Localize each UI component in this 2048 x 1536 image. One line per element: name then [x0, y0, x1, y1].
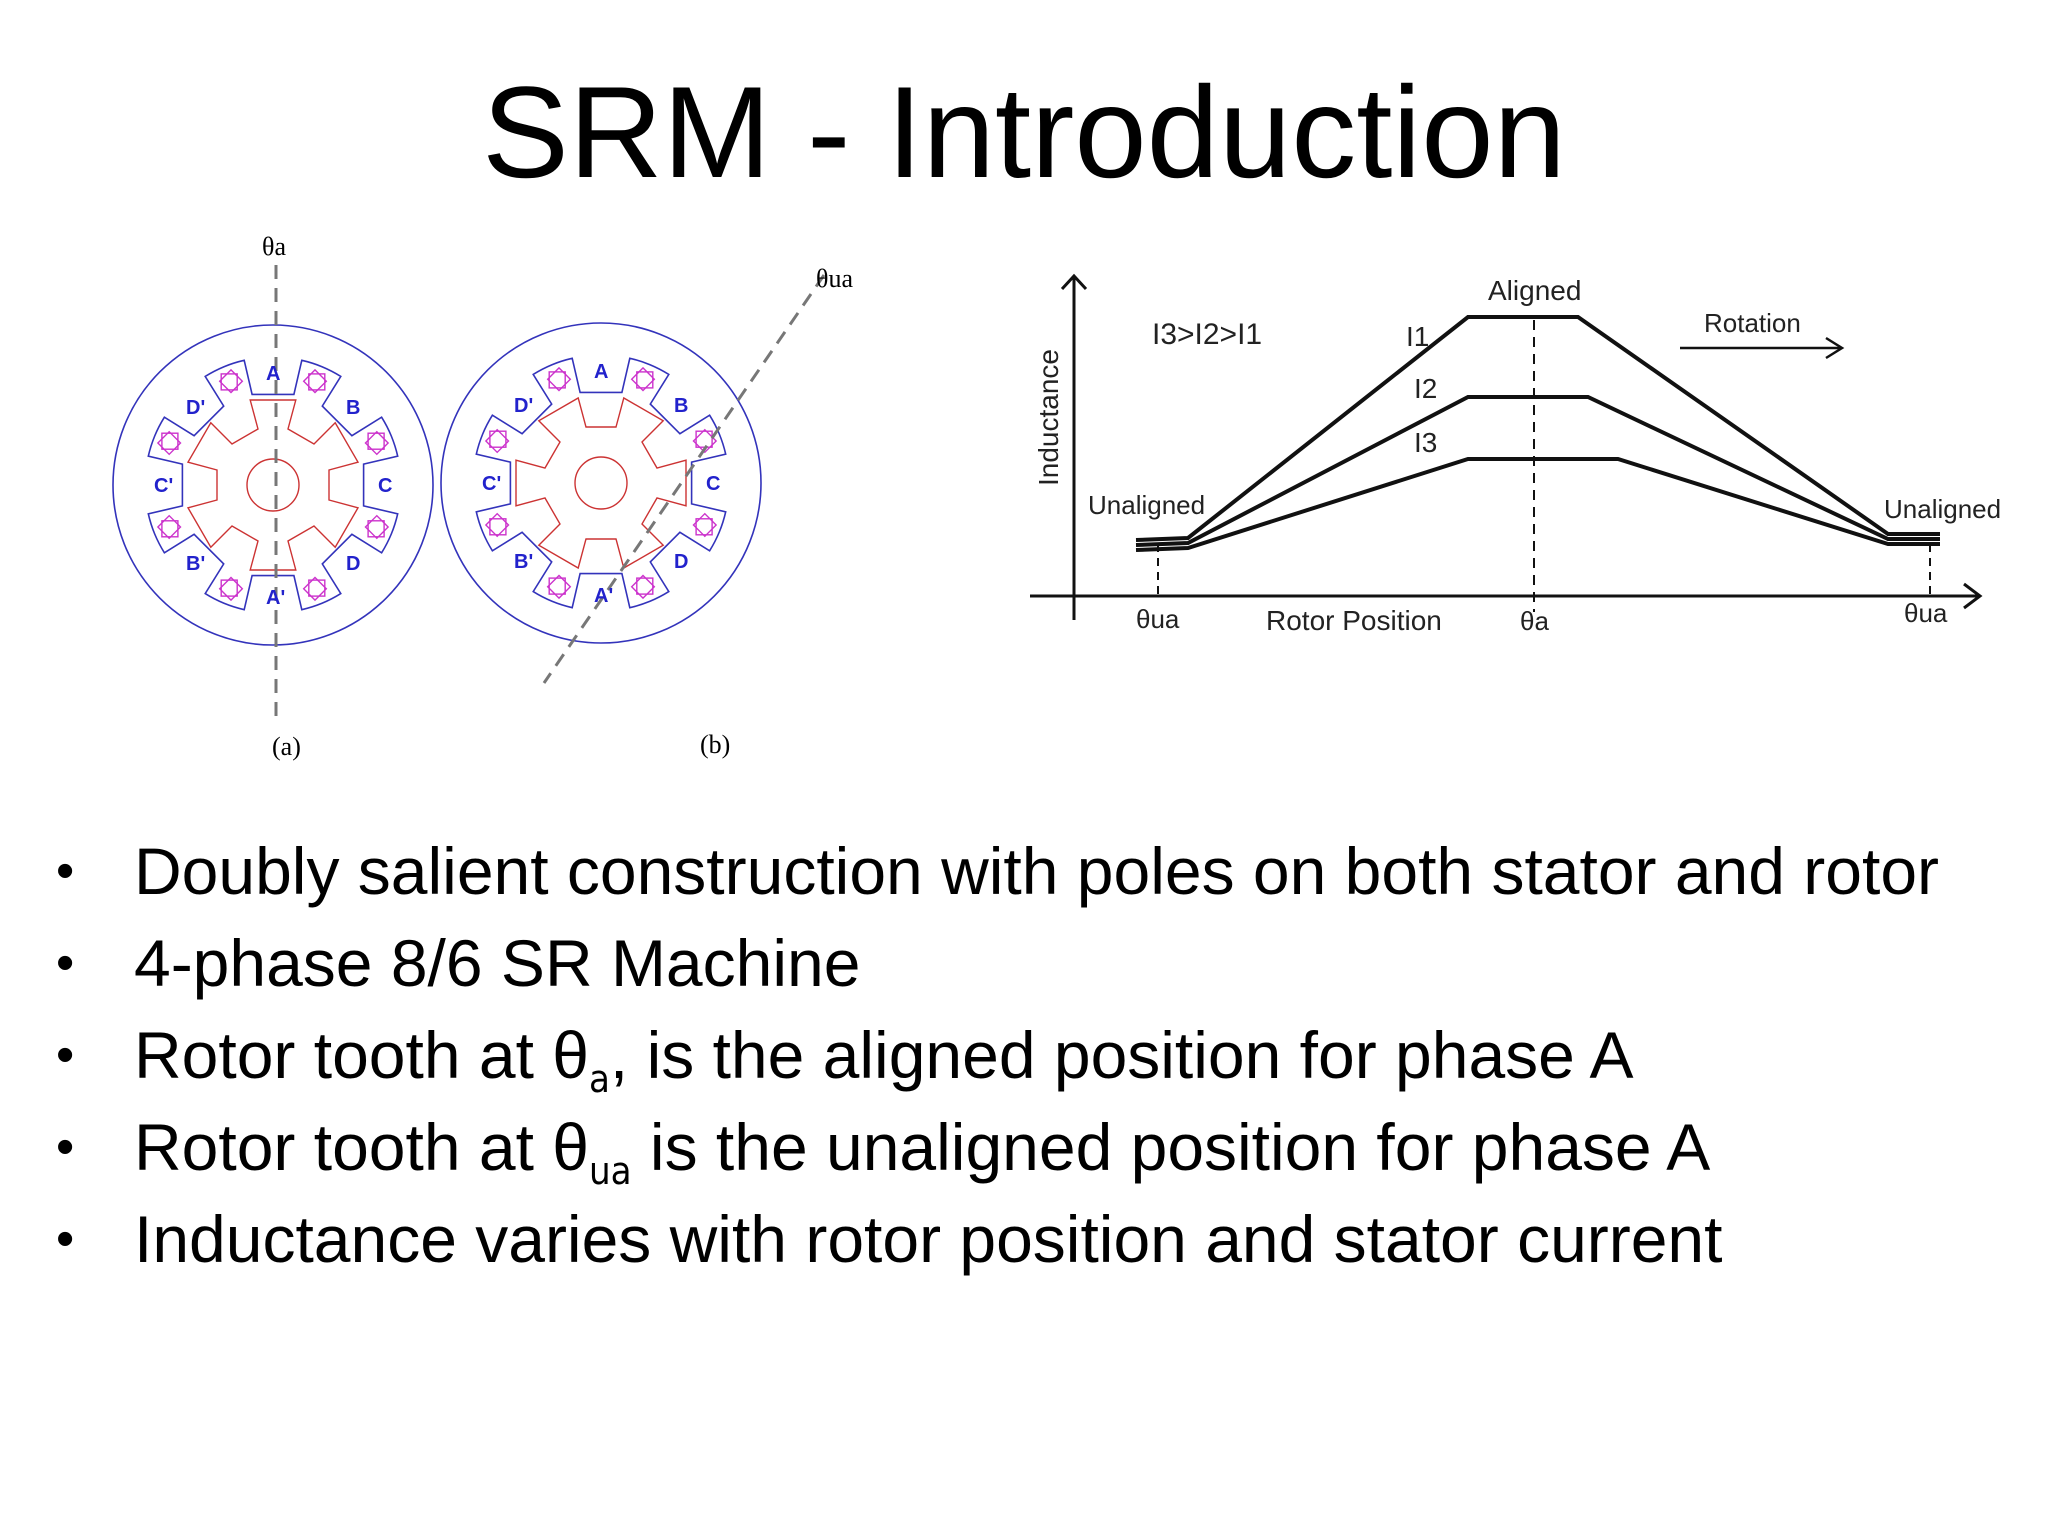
theta-a-label: θa	[262, 232, 286, 261]
coil-slot-icon	[302, 576, 328, 602]
pole-label: A'	[266, 587, 285, 609]
coil-slot-icon	[161, 432, 179, 450]
coil-slot-icon	[695, 518, 713, 536]
coil-slot-icon	[364, 430, 390, 456]
pole-label: C'	[154, 475, 173, 497]
rotation-arrow-head	[1825, 336, 1845, 360]
bullet-text-tail: , is the aligned position for phase A	[609, 1018, 1634, 1092]
unaligned-right-label: Unaligned	[1884, 494, 2001, 524]
slide-title: SRM - Introduction	[482, 59, 1566, 205]
bullet-text: 4-phase 8/6 SR Machine	[134, 926, 861, 1000]
coil-slot-icon	[156, 514, 182, 540]
caption-a: (a)	[272, 732, 301, 761]
bullet-dot-icon: •	[56, 934, 75, 992]
coil-slot-icon	[636, 371, 654, 389]
tick-theta-ua-right: θua	[1904, 598, 1948, 628]
bullet-item: •Rotor tooth at θa, is the aligned posit…	[56, 1022, 2006, 1098]
shaft-circle	[574, 456, 628, 510]
current-inequality: I3>I2>I1	[1152, 318, 1262, 351]
pole-label: A'	[594, 585, 613, 607]
pole-label: C	[706, 473, 720, 495]
bullet-text: Inductance varies with rotor position an…	[134, 1202, 1723, 1276]
curve-i2	[1135, 395, 1940, 547]
pole-label: B'	[514, 551, 533, 573]
pole-label: C'	[482, 473, 501, 495]
shaft-circle	[246, 458, 300, 512]
stator-outer-circle	[440, 322, 762, 644]
bullet-dot-icon: •	[56, 1026, 75, 1084]
coil-slot-icon	[692, 428, 718, 454]
bullet-list: •Doubly salient construction with poles …	[56, 838, 2006, 1298]
coil-slot-icon	[630, 574, 656, 600]
coil-slot-icon	[220, 579, 238, 597]
caption-b: (b)	[700, 730, 730, 759]
bullet-dot-icon: •	[56, 1118, 75, 1176]
pole-label: B'	[186, 553, 205, 575]
coil-slot-icon	[308, 373, 326, 391]
coil-slot-icon	[548, 371, 566, 389]
coil-slot-icon	[484, 512, 510, 538]
rotor-contour	[186, 399, 360, 571]
pole-label: A	[594, 361, 608, 383]
unaligned-left-label: Unaligned	[1088, 490, 1205, 520]
pole-label: D'	[514, 395, 533, 417]
coil-slot-icon	[367, 520, 385, 538]
bullet-item: •Doubly salient construction with poles …	[56, 838, 2006, 904]
pole-label: A	[266, 363, 280, 385]
pole-label: B	[346, 397, 360, 419]
theta-ua-label: θua	[816, 264, 853, 293]
stator-outer-circle	[112, 324, 434, 646]
pole-label: D	[346, 553, 360, 575]
curve-i1	[1135, 315, 1940, 542]
pole-label: C	[378, 475, 392, 497]
bullet-dot-icon: •	[56, 1210, 75, 1268]
theta-ua-line	[542, 274, 826, 684]
inductance-profile-graph: Inductance Rotor Position I3>I2>I1 Align…	[1030, 273, 2001, 636]
bullet-item: •Inductance varies with rotor position a…	[56, 1206, 2006, 1272]
rotor-contour	[515, 396, 687, 570]
bullet-dot-icon: •	[56, 842, 75, 900]
subscript-a: a	[588, 1057, 610, 1101]
y-axis-arrow	[1060, 273, 1088, 291]
rotation-label: Rotation	[1704, 308, 1801, 338]
bullet-text: Doubly salient construction with poles o…	[134, 834, 1940, 908]
bullet-item: •Rotor tooth at θua is the unaligned pos…	[56, 1114, 2006, 1190]
tick-theta-a: θa	[1520, 606, 1549, 636]
x-axis-label: Rotor Position	[1266, 605, 1442, 636]
coil-slot-icon	[220, 373, 238, 391]
bullet-text: Rotor tooth at θ	[134, 1018, 589, 1092]
bullet-item: •4-phase 8/6 SR Machine	[56, 930, 2006, 996]
x-axis-arrow	[1963, 582, 1983, 610]
curve-label-i2: I2	[1414, 373, 1437, 404]
motor-a	[112, 324, 434, 646]
coil-slot-icon	[548, 577, 566, 595]
curve-label-i3: I3	[1414, 427, 1437, 458]
bullet-text: Rotor tooth at θ	[134, 1110, 589, 1184]
srm-cross-section-figure: θa θua (a) (b) A B C D A' B' C' D' A B C D A' B' C' D'	[112, 232, 853, 761]
curve-i3	[1135, 457, 1940, 552]
subscript-ua: ua	[588, 1149, 632, 1193]
motor-b	[440, 322, 762, 644]
tick-theta-ua-left: θua	[1136, 604, 1180, 634]
y-axis-label: Inductance	[1033, 349, 1064, 486]
pole-label: D	[674, 551, 688, 573]
stator-pole-contour	[475, 357, 727, 609]
stator-pole-contour	[147, 359, 399, 611]
aligned-label: Aligned	[1488, 275, 1581, 306]
pole-label: B	[674, 395, 688, 417]
coil-slot-icon	[489, 430, 507, 448]
pole-labels-a: A B C D A' B' C' D'	[154, 363, 392, 609]
pole-labels-b: A B C D A' B' C' D'	[482, 361, 720, 607]
pole-label: D'	[186, 397, 205, 419]
bullet-text-tail: is the unaligned position for phase A	[631, 1110, 1711, 1184]
curve-label-i1: I1	[1406, 321, 1429, 352]
